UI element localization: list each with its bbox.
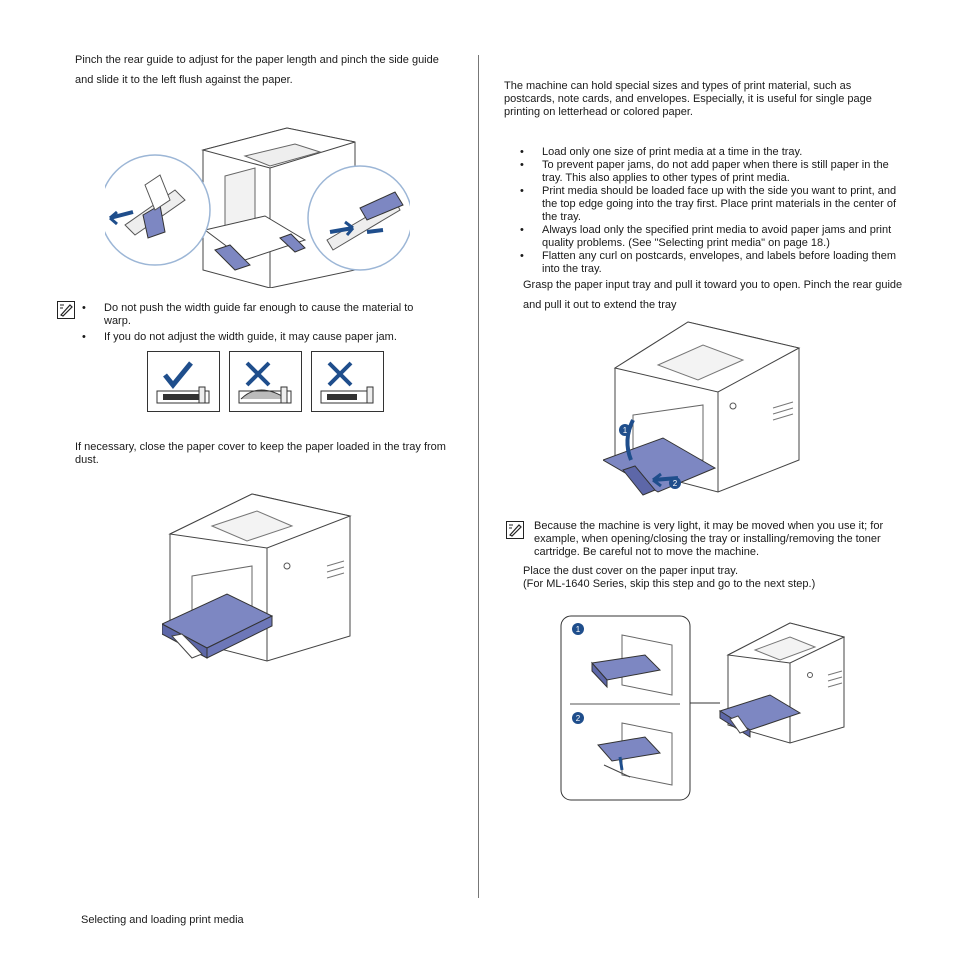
step-text-dust-cover: Place the dust cover on the paper input …	[523, 565, 739, 577]
list-item: •Print media should be loaded face up wi…	[520, 185, 897, 223]
figure-open-tray: 1 2	[603, 320, 803, 505]
figure-guide-adjustment	[105, 120, 410, 288]
check-icon	[163, 361, 193, 389]
note-list-width-guide: •Do not push the width guide far enough …	[82, 302, 442, 344]
column-divider	[478, 55, 479, 898]
note-icon	[506, 521, 524, 539]
callout-2-label: 2	[673, 479, 678, 488]
callout-1-label: 1	[576, 625, 581, 634]
list-item: •If you do not adjust the width guide, i…	[82, 331, 397, 343]
cross-icon	[327, 361, 353, 387]
special-media-intro: The machine can hold special sizes and t…	[504, 80, 872, 118]
step-text-paper-cover: If necessary, close the paper cover to k…	[75, 441, 446, 466]
cross-icon	[245, 361, 271, 387]
correct-guide-image	[147, 351, 220, 417]
wrong-guide-too-tight-image	[229, 351, 302, 417]
callout-1-label: 1	[623, 426, 628, 435]
list-item: •To prevent paper jams, do not add paper…	[520, 159, 889, 184]
step-text-rear-guide: Pinch the rear guide to adjust for the p…	[75, 54, 439, 86]
list-item: •Flatten any curl on postcards, envelope…	[520, 250, 897, 275]
step-text-dust-cover-skip: (For ML-1640 Series, skip this step and …	[523, 578, 816, 590]
figure-dust-cover: 1 2	[560, 615, 845, 801]
callout-2-label: 2	[576, 714, 581, 723]
list-item: •Load only one size of print media at a …	[520, 146, 803, 158]
note-icon	[57, 301, 75, 319]
wrong-guide-too-loose-image	[311, 351, 384, 417]
page-footer: Selecting and loading print media	[81, 914, 244, 926]
list-item: •Always load only the specified print me…	[520, 224, 892, 249]
note-machine-light: Because the machine is very light, it ma…	[534, 520, 884, 558]
figure-paper-cover-closed	[162, 486, 357, 666]
special-media-guidelines: •Load only one size of print media at a …	[520, 146, 900, 276]
list-item: •Do not push the width guide far enough …	[82, 302, 414, 327]
step-text-open-tray: Grasp the paper input tray and pull it t…	[523, 279, 903, 311]
